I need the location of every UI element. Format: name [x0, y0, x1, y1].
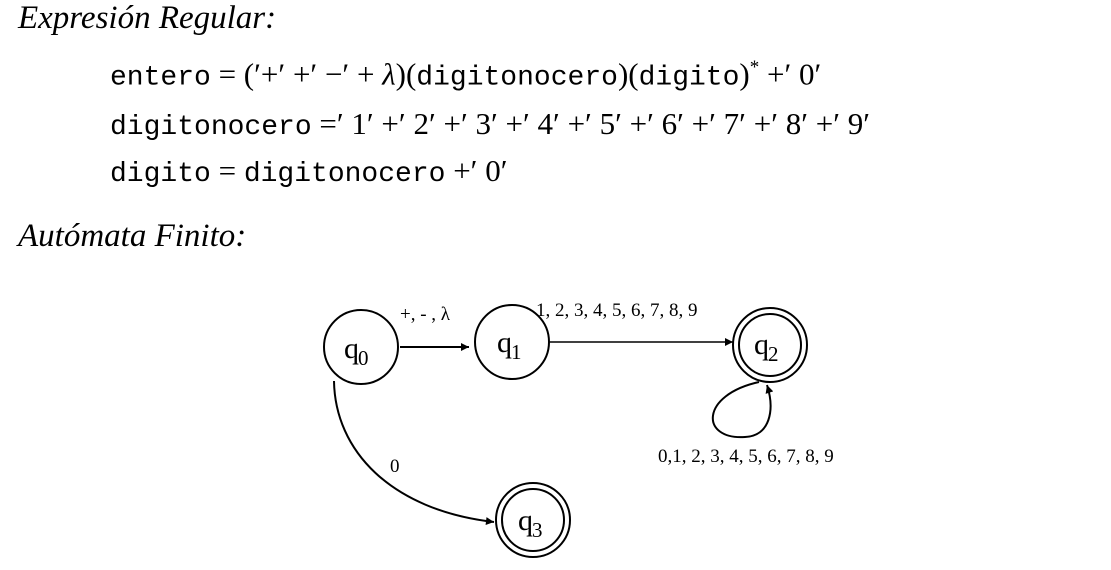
- label-q0-q1: +, - , λ: [400, 304, 451, 325]
- label-q1-q2: 1, 2, 3, 4, 5, 6, 7, 8, 9: [536, 300, 698, 321]
- svg-text:q3: q3: [518, 504, 543, 542]
- equation-entero: entero = (′+′ +′ −′ + λ)(digitonocero)(d…: [110, 58, 821, 92]
- eq1-part: = (: [210, 56, 255, 92]
- eq1-part: +′ 0′: [759, 56, 822, 92]
- svg-text:q1: q1: [497, 326, 522, 364]
- regex-heading: Expresión Regular:: [18, 0, 277, 36]
- state-q0: q0: [323, 309, 399, 385]
- eq1-part: ): [739, 56, 750, 92]
- eq1-part: +: [349, 56, 383, 92]
- eq1-minus-sign: ′ −′: [310, 56, 350, 92]
- label-q2-loop: 0,1, 2, 3, 4, 5, 6, 7, 8, 9: [658, 446, 834, 467]
- state-q1: q1: [474, 304, 550, 380]
- eq1-part: )(: [395, 56, 417, 92]
- eq1-part: +: [285, 56, 311, 92]
- label-q0-q3: 0: [390, 456, 400, 477]
- term-digito: digito: [638, 62, 740, 94]
- kleene-star: *: [749, 57, 760, 78]
- eq1-part: )(: [617, 56, 639, 92]
- eq2-rhs: =′ 1′ +′ 2′ +′ 3′ +′ 4′ +′ 5′ +′ 6′ +′ 7…: [311, 106, 871, 141]
- eq3-rhs: +′ 0′: [445, 153, 508, 188]
- svg-text:q2: q2: [754, 328, 779, 366]
- term-digitonocero: digitonocero: [243, 159, 446, 190]
- term-digitonocero: digitonocero: [416, 62, 618, 94]
- eq3-part: =: [210, 153, 244, 188]
- equation-digitonocero: digitonocero =′ 1′ +′ 2′ +′ 3′ +′ 4′ +′ …: [110, 108, 870, 142]
- automaton-heading: Autómata Finito:: [18, 218, 247, 254]
- lhs-digito: digito: [110, 159, 211, 190]
- state-q2: q2: [732, 307, 808, 383]
- lambda-symbol: λ: [382, 56, 396, 92]
- transition-q2-loop: [711, 381, 774, 439]
- svg-text:q0: q0: [344, 332, 369, 370]
- state-q3: q3: [495, 482, 571, 558]
- equation-digito: digito = digitonocero +′ 0′: [110, 155, 508, 189]
- transition-q0-q3: [333, 380, 495, 526]
- lhs-entero: entero: [110, 62, 211, 94]
- eq1-plus-sign: ′+′: [254, 56, 286, 92]
- lhs-digitonocero: digitonocero: [110, 112, 312, 143]
